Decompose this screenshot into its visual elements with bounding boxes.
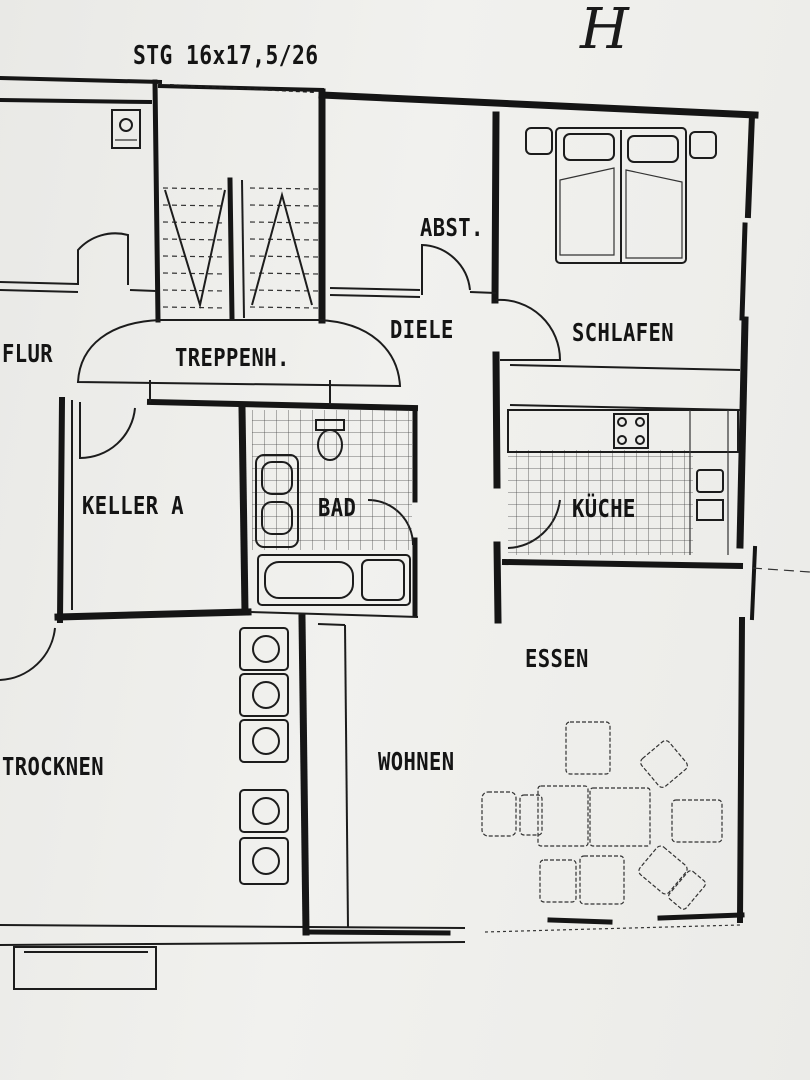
- room-label-abstellraum: ABST.: [420, 213, 484, 242]
- dining-set: [481, 721, 723, 910]
- staircase: [162, 177, 319, 321]
- interior-walls: [0, 88, 744, 936]
- stair-spec-label: STG 16x17,5/26: [133, 41, 319, 71]
- room-label-schlafen: SCHLAFEN: [572, 318, 675, 347]
- room-label-kueche: KÜCHE: [572, 494, 636, 523]
- kitchen-fixtures: [507, 409, 739, 555]
- room-label-trocknen: TROCKNEN: [2, 752, 105, 781]
- double-bed: [525, 127, 717, 264]
- room-label-treppenhaus: TREPPENH.: [175, 343, 290, 372]
- washing-machines: [239, 627, 289, 885]
- misc-fixtures: [13, 84, 316, 990]
- room-label-wohnen: WOHNEN: [378, 747, 455, 776]
- door-swings: [0, 232, 562, 681]
- bathroom-fixtures: [252, 410, 412, 606]
- room-label-bad: BAD: [318, 493, 357, 522]
- exterior-walls: [0, 75, 810, 946]
- corner-mark: H: [580, 0, 629, 62]
- room-label-essen: ESSEN: [525, 644, 589, 673]
- room-label-flur: FLUR: [2, 339, 54, 368]
- room-label-diele: DIELE: [390, 315, 454, 344]
- room-label-keller: KELLER A: [82, 491, 185, 520]
- landing-outline: [76, 319, 402, 388]
